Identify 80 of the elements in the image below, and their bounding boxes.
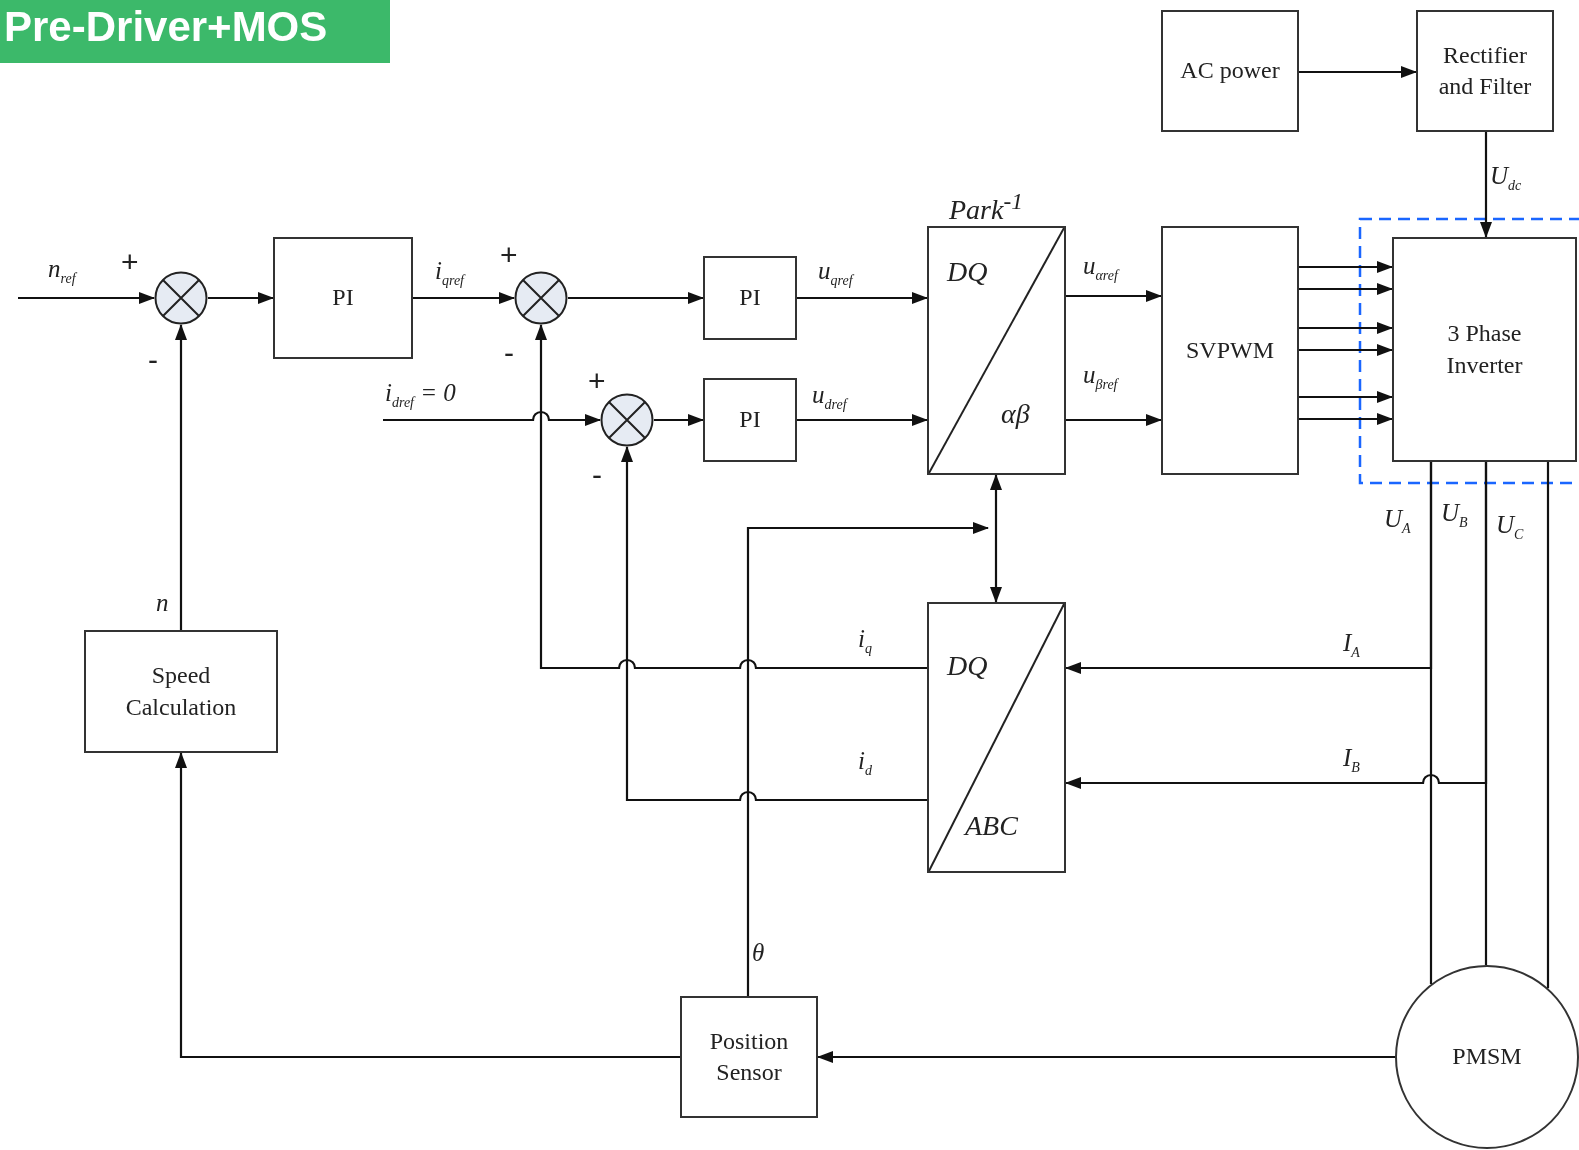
process-box (84, 630, 278, 753)
block-heading: Park$^{-1}$ (949, 188, 1023, 227)
arrow (175, 752, 680, 1059)
node-label: Speed Calculation (124, 661, 238, 722)
process-box (703, 256, 797, 340)
edge-label: I$_{B}$ (1343, 745, 1360, 775)
arrow (990, 474, 1002, 603)
edge-label: n$_{ref}$ (48, 256, 76, 286)
process-box (680, 996, 818, 1118)
process-box (1392, 237, 1577, 462)
node-label: PI (738, 283, 762, 313)
sign-label: - (592, 460, 602, 490)
summing-junction (514, 271, 568, 325)
block-label: DQ (947, 650, 988, 682)
node-label: Rectifier and Filter (1437, 40, 1533, 101)
connector-line (1546, 462, 1550, 989)
arrow (1299, 391, 1393, 403)
arrow (1066, 290, 1162, 302)
sign-label: - (148, 345, 158, 375)
block-label: DQ (947, 256, 988, 288)
arrow (817, 1051, 1395, 1063)
edge-label: i$_{d}$ (858, 748, 872, 778)
process-box (1161, 226, 1299, 475)
edge-label: u$_{dref}$ (812, 382, 847, 412)
arrow (18, 292, 155, 304)
block-label: ABC (965, 810, 1018, 842)
sign-label: - (504, 338, 514, 368)
edge-label: u$_{qref}$ (818, 258, 853, 288)
sign-label: + (588, 366, 606, 396)
edge-label: i$_{dref}$ = 0 (385, 380, 456, 410)
arrow (413, 292, 515, 304)
process-box (273, 237, 413, 359)
node-label: 3 Phase Inverter (1445, 319, 1524, 380)
arrow (1299, 344, 1393, 356)
process-box (703, 378, 797, 462)
edge-label: U$_{C}$ (1496, 512, 1524, 542)
arrow (1299, 283, 1393, 295)
arrow (535, 324, 927, 670)
edge-label: U$_{B}$ (1441, 500, 1468, 530)
arrow (1299, 413, 1393, 425)
edge-label: θ (752, 940, 765, 965)
process-box (1161, 10, 1299, 132)
arrow (1480, 132, 1492, 238)
transform-block (927, 602, 1066, 873)
arrow (797, 292, 928, 304)
arrow (1065, 462, 1433, 674)
sign-label: + (500, 240, 518, 270)
summing-junction (154, 271, 208, 325)
arrow (1299, 66, 1417, 78)
summing-junction (600, 393, 654, 447)
title-banner: Pre-Driver+MOS (0, 0, 390, 63)
arrow (797, 414, 928, 426)
process-box (1416, 10, 1554, 132)
arrow (654, 414, 704, 426)
arrow (1299, 261, 1393, 273)
node-label: PI (331, 283, 355, 313)
arrow (208, 292, 274, 304)
edge-label: n (156, 590, 169, 615)
edge-label: i$_{qref}$ (435, 258, 464, 288)
node-label: SVPWM (1185, 335, 1275, 365)
node-label: Position Sensor (708, 1026, 790, 1087)
edge-label: u$_{βref}$ (1083, 362, 1118, 392)
arrow (1299, 322, 1393, 334)
arrow (1066, 414, 1162, 426)
arrow (568, 292, 704, 304)
edge-label: u$_{αref}$ (1083, 253, 1118, 283)
block-label: αβ (1001, 398, 1030, 430)
edge-label: I$_{A}$ (1343, 630, 1360, 660)
arrow (621, 446, 927, 802)
node-label: PI (738, 405, 762, 435)
sign-label: + (121, 247, 139, 277)
edge-label: i$_{q}$ (858, 626, 872, 656)
arrow (746, 522, 989, 996)
arrow (175, 324, 187, 630)
node-label: PMSM (1451, 1042, 1523, 1072)
edge-label: U$_{dc}$ (1490, 163, 1522, 193)
edge-label: U$_{A}$ (1384, 506, 1411, 536)
arrow (383, 411, 601, 426)
arrow (1065, 462, 1488, 789)
node-label: AC power (1179, 56, 1281, 86)
